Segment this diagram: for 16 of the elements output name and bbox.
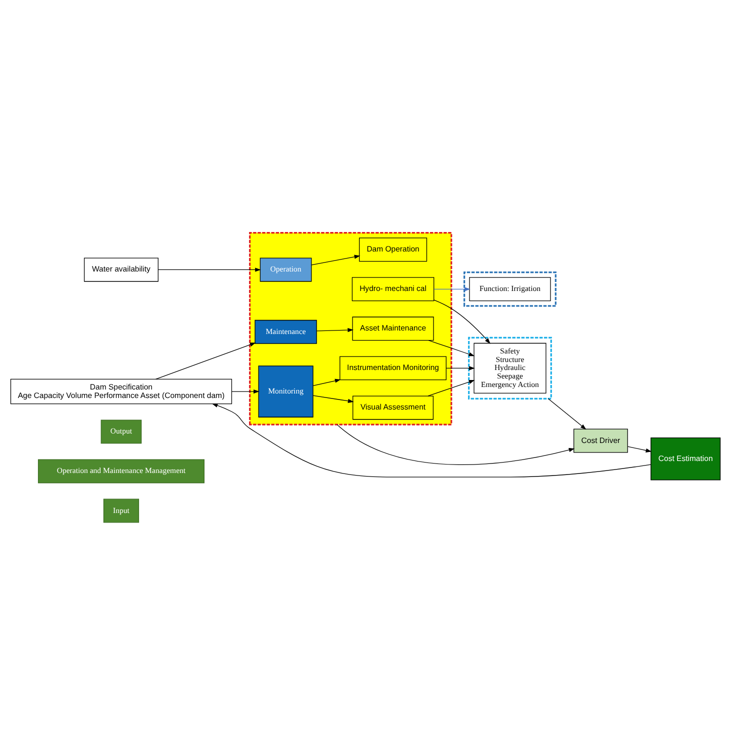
arrow	[446, 366, 475, 370]
arrow	[434, 299, 490, 344]
arrow	[212, 403, 652, 477]
arrow	[312, 378, 341, 386]
arrow	[311, 254, 360, 265]
arrow	[316, 328, 354, 332]
arrow	[428, 340, 475, 356]
arrow	[428, 379, 475, 396]
arrow	[232, 388, 260, 394]
arrow	[434, 286, 470, 291]
arrow	[312, 394, 354, 402]
arrow	[155, 342, 256, 379]
arrow	[158, 267, 261, 272]
arrow	[548, 398, 586, 430]
arrow	[627, 446, 652, 452]
arrow	[336, 424, 575, 464]
